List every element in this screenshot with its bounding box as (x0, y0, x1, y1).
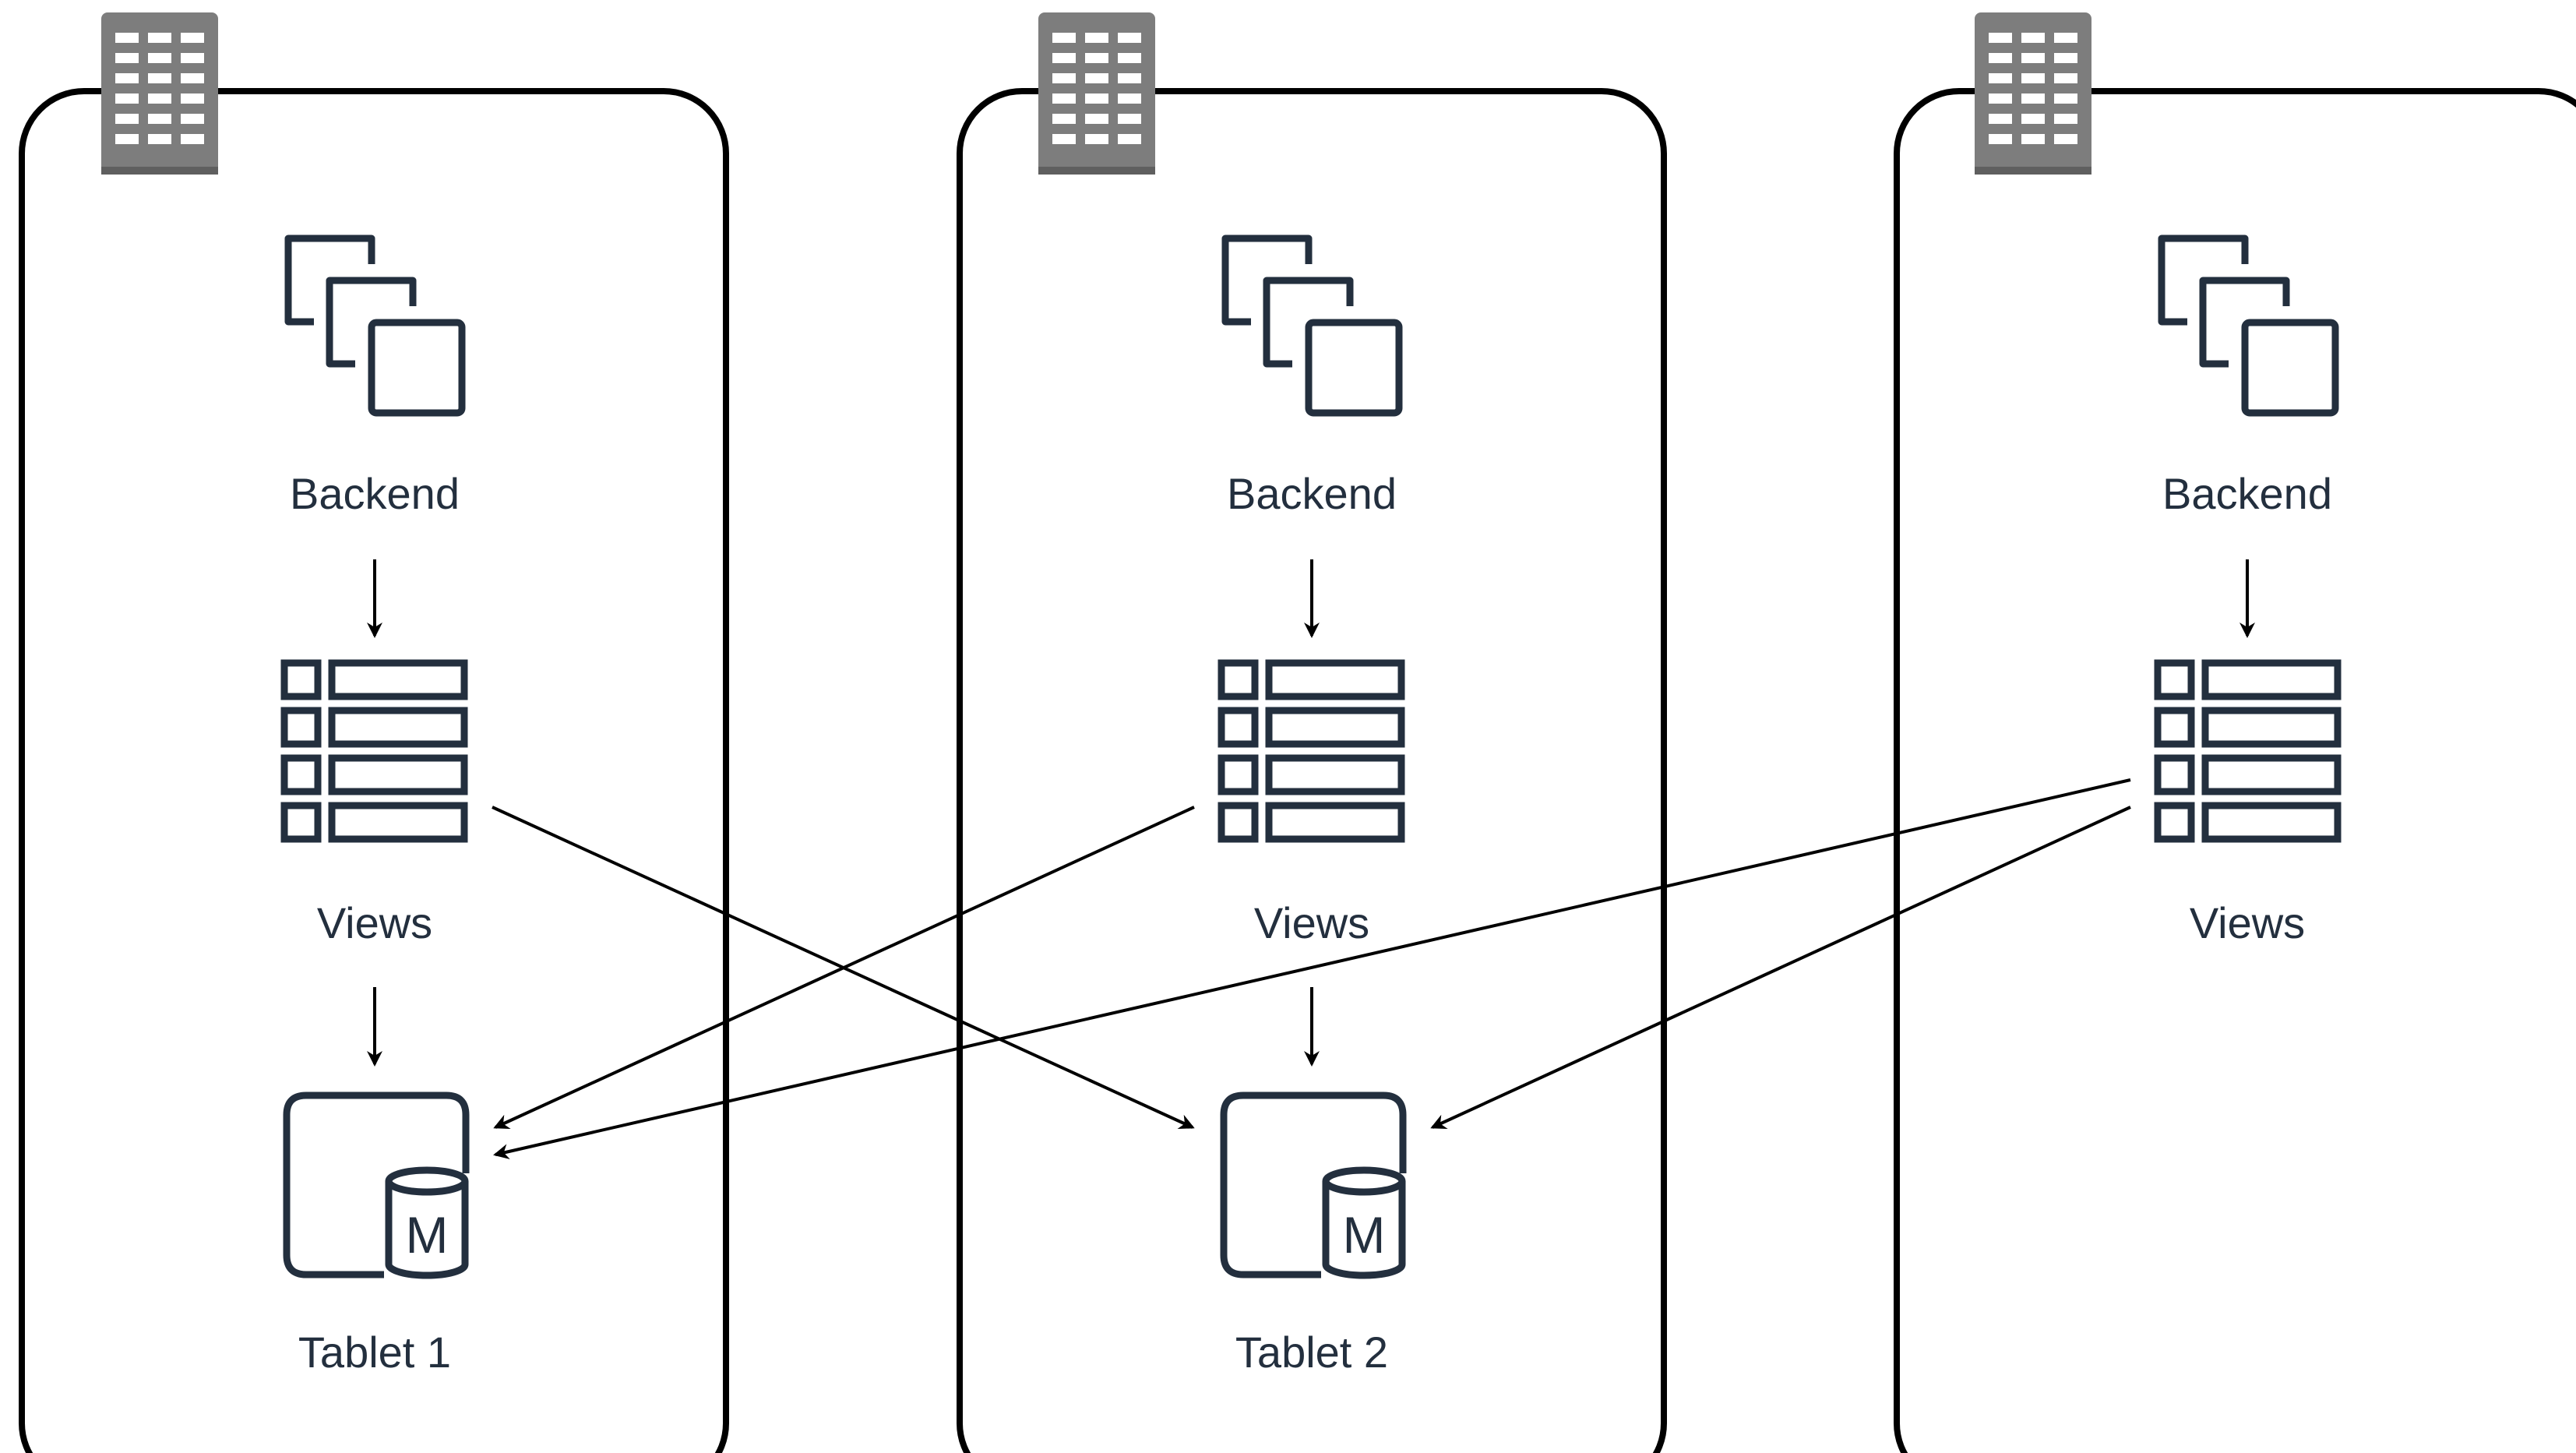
zone-3-container (1894, 88, 2576, 1453)
zone-3-backend-label: Backend (2162, 469, 2332, 518)
zone-2-container (957, 88, 1667, 1453)
zone-3-building-icon (1975, 12, 2091, 175)
arrow-zone3-views-to-tablet1 (493, 778, 2131, 1159)
arrow-zone3-views-to-tablet2 (1430, 806, 2131, 1130)
zone-1-views-label: Views (317, 898, 432, 947)
zone-2-backend-label: Backend (1227, 469, 1397, 518)
zone-1-views-icon (284, 663, 464, 839)
zone-2-building-icon (1038, 12, 1155, 175)
arrow-zone2-views-to-tablet1 (493, 806, 1195, 1130)
zone-3-views-icon (2158, 663, 2338, 839)
zone-1-building-icon (101, 12, 218, 175)
zone-2-backend-icon (1225, 238, 1399, 413)
zone-3-backend-icon (2162, 238, 2335, 413)
zone-1-tablet-label: Tablet 1 (298, 1328, 451, 1377)
zone-1-container (19, 88, 729, 1453)
zone-2-tablet-badge: M (1343, 1206, 1386, 1264)
zone-2-views-icon (1221, 663, 1401, 839)
zone-2-tablet-label: Tablet 2 (1235, 1328, 1388, 1377)
zone-1-backend-icon (288, 238, 462, 413)
zone-1-tablet-badge: M (406, 1206, 449, 1264)
zone-3-views-label: Views (2190, 898, 2305, 947)
zone-1-backend-label: Backend (290, 469, 460, 518)
zone-2-views-label: Views (1254, 898, 1369, 947)
